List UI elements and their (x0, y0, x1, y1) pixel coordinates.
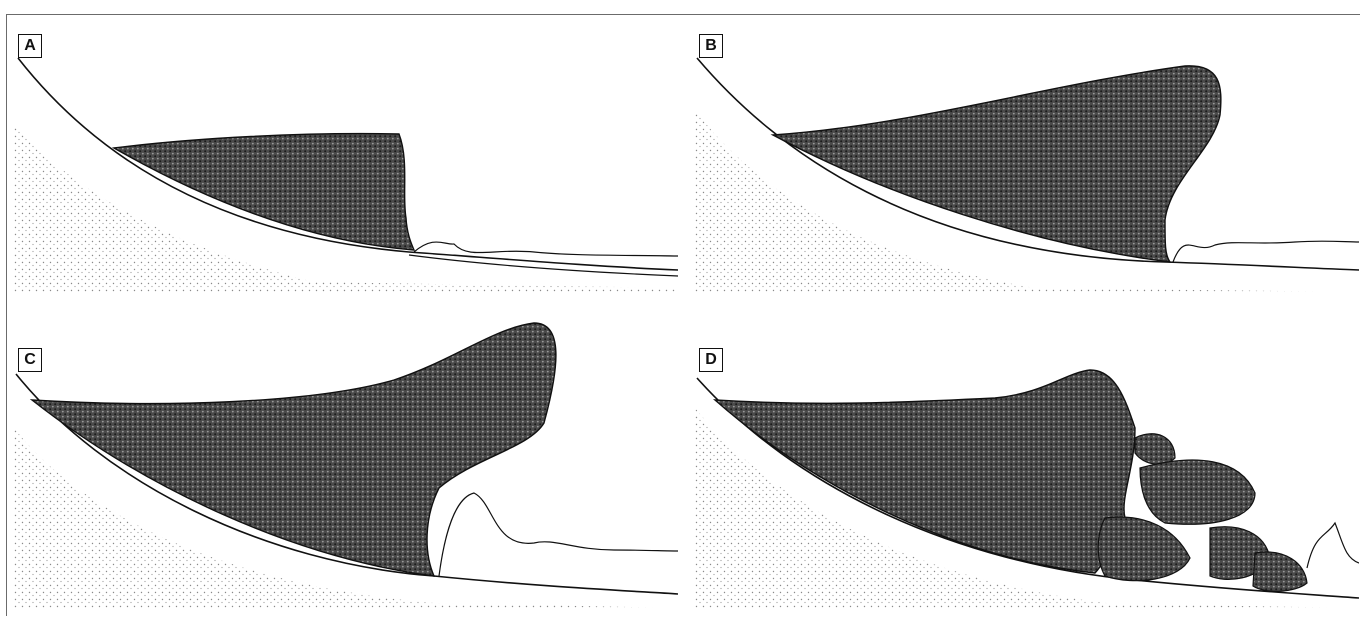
panel-c-drawing (14, 318, 678, 608)
panel-a-drawing (14, 30, 678, 292)
water-surface (1173, 241, 1359, 262)
panel-d-drawing (695, 318, 1359, 608)
panel-a: A (14, 30, 678, 292)
panel-b-drawing (695, 30, 1359, 292)
water-surface (414, 242, 678, 256)
panel-label-c: C (18, 348, 42, 372)
panel-d: D (695, 318, 1359, 608)
calved-block (1135, 434, 1175, 465)
panel-b: B (695, 30, 1359, 292)
water-surface (1307, 523, 1359, 568)
calved-block (1253, 552, 1307, 591)
water-surface (439, 493, 678, 576)
bed-lower-line (409, 255, 678, 276)
panel-label-b: B (699, 34, 723, 58)
panel-label-d: D (699, 348, 723, 372)
panel-c: C (14, 318, 678, 608)
calved-block (1098, 517, 1190, 581)
panel-label-a: A (18, 34, 42, 58)
calved-block (1140, 460, 1255, 524)
